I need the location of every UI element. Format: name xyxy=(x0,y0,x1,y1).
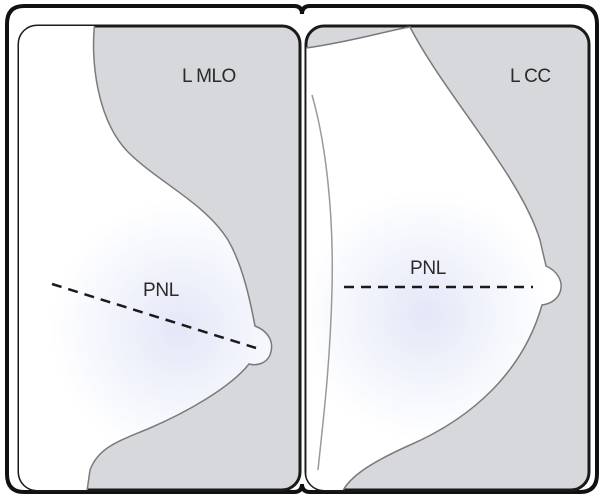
mlo-view-label: L MLO xyxy=(182,66,236,87)
mlo-panel: L MLO PNL xyxy=(17,24,302,492)
cc-panel: L CC PNL xyxy=(304,24,591,492)
mlo-pnl-line xyxy=(51,282,257,350)
cc-pectoral-edge xyxy=(311,94,334,471)
mlo-breast-silhouette xyxy=(19,26,273,490)
cc-breast-silhouette xyxy=(306,26,562,490)
cc-view-label: L CC xyxy=(510,66,551,87)
cc-pnl-label: PNL xyxy=(410,258,446,279)
mlo-pnl-label: PNL xyxy=(143,280,179,301)
